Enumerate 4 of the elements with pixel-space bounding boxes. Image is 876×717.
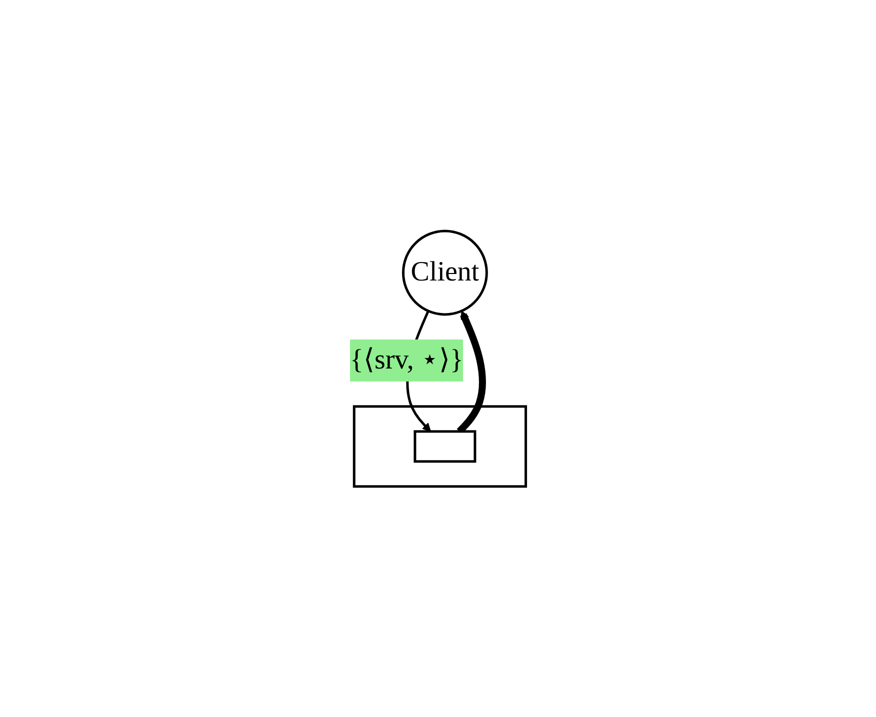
edge-label: {⟨srv, ⋆⟩} [350, 344, 464, 376]
node-circle: Client [402, 230, 488, 316]
node-box [414, 430, 476, 462]
cluster [353, 404, 528, 488]
